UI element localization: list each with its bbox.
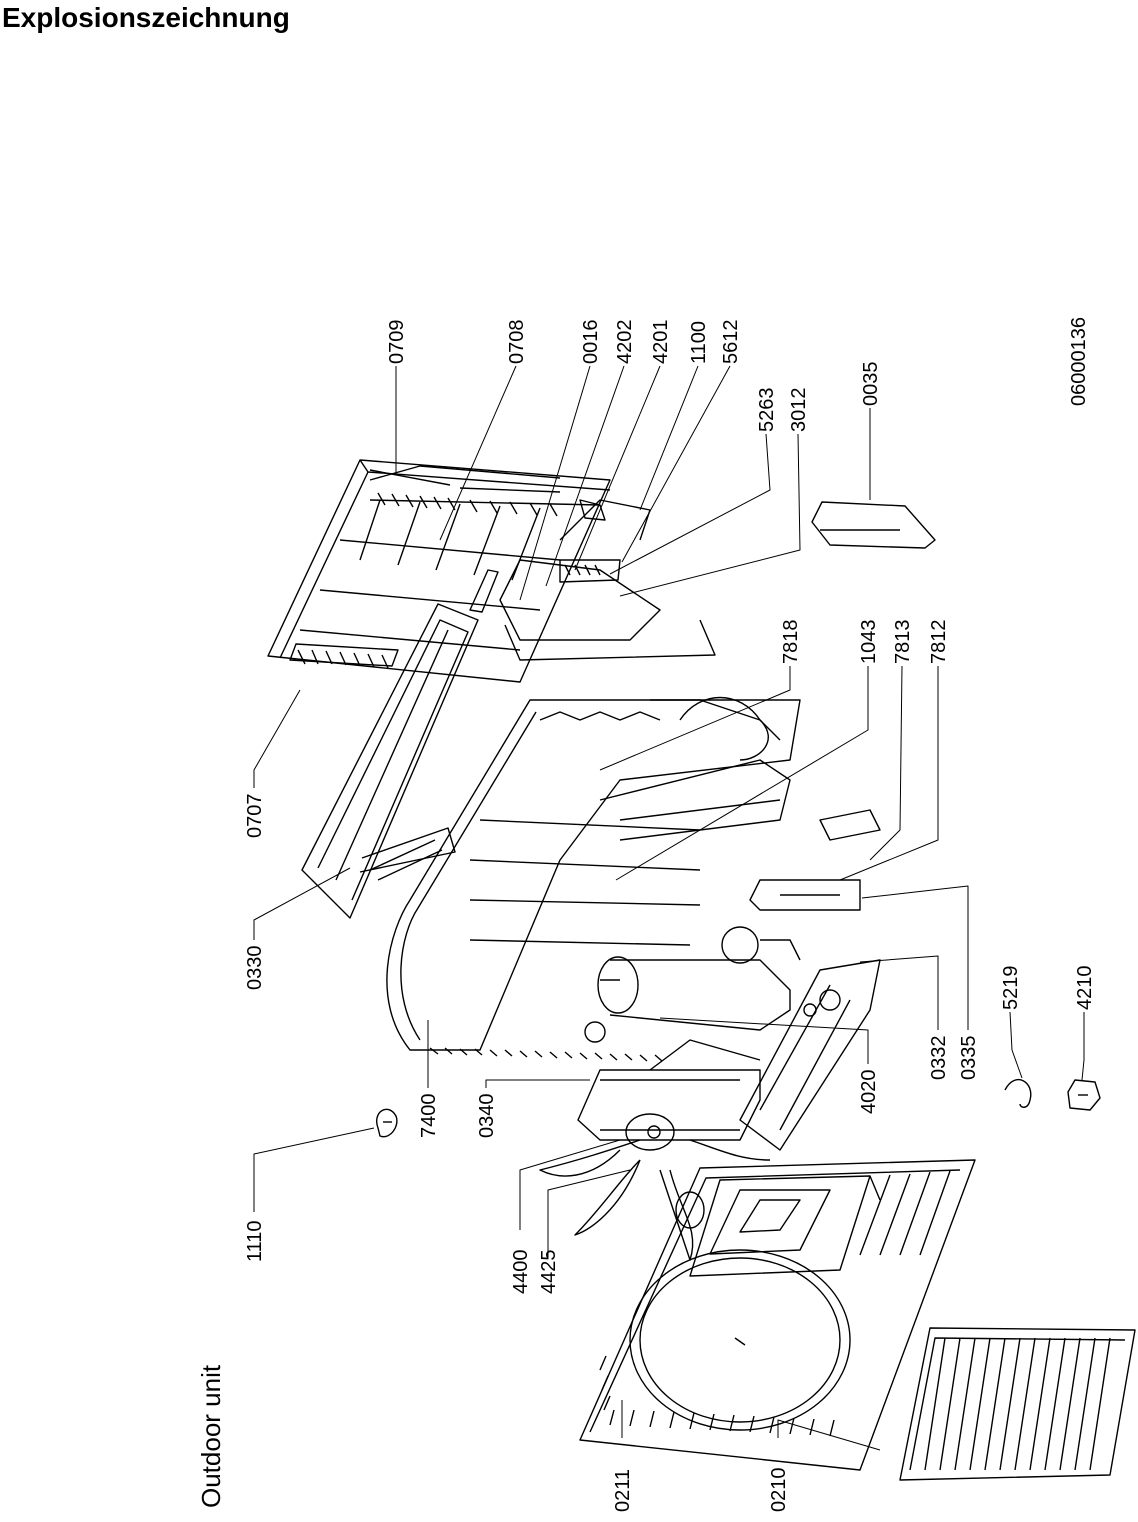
- part-label: 1100: [688, 321, 710, 364]
- fan-guard-part: [899, 1327, 1136, 1481]
- part-label: 5219: [1000, 966, 1022, 1011]
- part-label: 0707: [244, 794, 266, 839]
- part-label: 0210: [768, 1468, 790, 1513]
- fan-part: [539, 1113, 771, 1261]
- part-label: 7400: [418, 1094, 440, 1139]
- part-label: 5263: [756, 388, 778, 433]
- front-panel-part: [579, 1159, 976, 1471]
- part-label: 0708: [506, 320, 528, 365]
- part-label: 7818: [780, 620, 802, 665]
- base-frame-part: [739, 809, 881, 1151]
- diagram-subtitle: Outdoor unit: [196, 1364, 226, 1508]
- part-label: 1110: [244, 1220, 266, 1262]
- part-label: 0211: [612, 1469, 634, 1512]
- part-label: 1043: [858, 620, 880, 665]
- part-label: 0330: [244, 946, 266, 991]
- drawing-number: 06000136: [1068, 317, 1090, 406]
- part-label: 4210: [1074, 966, 1096, 1011]
- fan-motor-mount-part: [577, 1039, 761, 1141]
- part-label: 0340: [476, 1094, 498, 1139]
- top-cover-part: [301, 603, 479, 919]
- part-labels: 0709 0708 0016 4202 4201 1100 5612 5263 …: [244, 320, 1096, 1513]
- leader-lines: [253, 365, 1085, 1451]
- part-label: 3012: [788, 388, 810, 433]
- part-label: 4201: [650, 320, 672, 365]
- part-label: 4020: [858, 1070, 880, 1115]
- part-label: 4202: [614, 320, 636, 365]
- part-label: 5612: [720, 320, 742, 365]
- part-label: 0016: [580, 320, 602, 365]
- rear-panel-part: [267, 459, 611, 683]
- part-label: 0335: [958, 1036, 980, 1081]
- control-box-part: [469, 499, 716, 661]
- part-label: 7813: [892, 620, 914, 665]
- part-label: 4400: [510, 1250, 532, 1295]
- part-label: 0332: [928, 1036, 950, 1081]
- page-title: Explosionszeichnung: [2, 2, 290, 33]
- side-cover-part: [811, 501, 936, 549]
- compressor-part: [584, 926, 801, 1043]
- part-label: 4425: [538, 1250, 560, 1295]
- part-label: 7812: [928, 620, 950, 665]
- part-label: 0709: [386, 320, 408, 365]
- part-label: 0035: [860, 362, 882, 407]
- small-parts: [376, 1079, 1101, 1138]
- heat-exchanger-part: [386, 696, 801, 1062]
